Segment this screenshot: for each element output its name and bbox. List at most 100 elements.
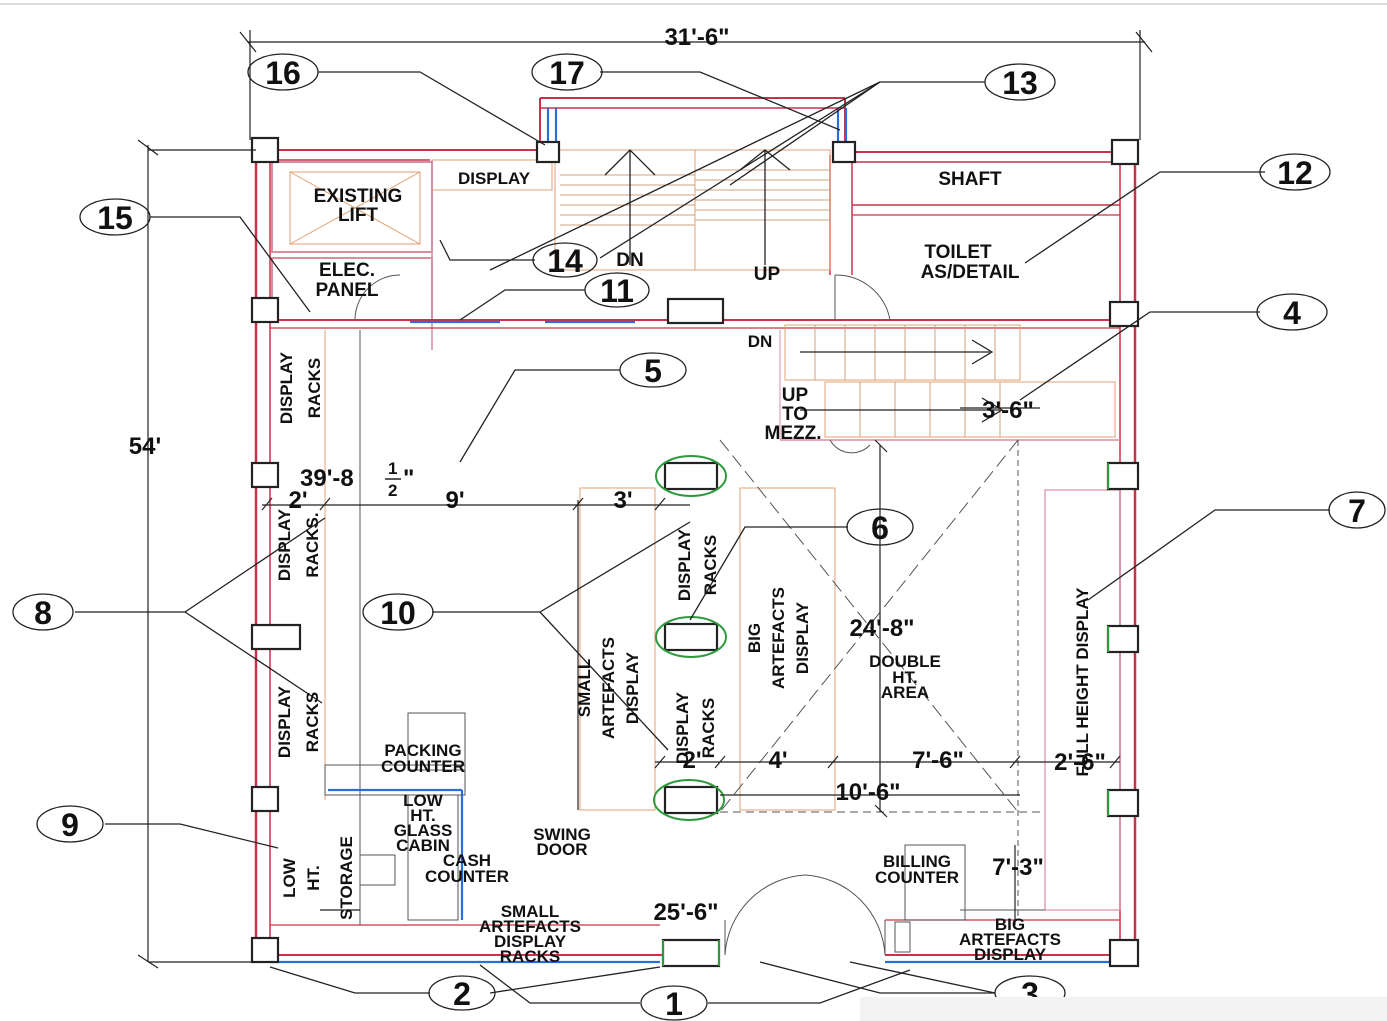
dim-front-width: 25'-6" — [653, 899, 718, 926]
label-display-racks: RACKS — [305, 358, 324, 418]
dim-span-10-6: 10'-6" — [835, 779, 900, 806]
label-big-artefacts-display: DISPLAY — [793, 601, 812, 674]
column-marker — [1108, 938, 1140, 968]
dim-inner-length: 39'-8 1 2 " — [300, 459, 414, 500]
label-up-to-mezz: TO — [782, 404, 808, 425]
label-cash-counter: COUNTER — [425, 867, 509, 886]
column-marker — [831, 140, 857, 164]
label-stair-dn: DN — [616, 250, 643, 271]
column-marker — [1110, 138, 1140, 166]
label-toilet: AS/DETAIL — [921, 262, 1020, 283]
callout-2: 2 — [428, 975, 496, 1012]
dimension-text: 31'-6" 54' 39'-8 1 2 " 2' 9' 3' 24'-8" 2… — [129, 24, 1106, 926]
dim-overall-width: 31'-6" — [664, 24, 729, 51]
label-double-ht-area: HT. — [892, 668, 918, 687]
column-marker — [250, 296, 280, 324]
svg-text:16: 16 — [265, 55, 301, 91]
dim-overall-depth: 54' — [129, 433, 161, 460]
label-swing-door: SWING — [533, 825, 591, 844]
svg-text:2: 2 — [388, 481, 397, 500]
label-small-artefacts-display: DISPLAY — [623, 651, 642, 724]
label-existing-lift: LIFT — [338, 205, 378, 226]
callouts: 16 17 13 12 15 14 11 4 5 7 6 10 8 9 2 1 … — [12, 53, 1386, 1021]
door-swings — [354, 274, 891, 956]
label-low-ht-storage: LOW — [280, 857, 299, 898]
dim-double-ht: 24'-8" — [849, 615, 914, 642]
label-display: DISPLAY — [458, 169, 531, 188]
callout-8: 8 — [12, 593, 74, 631]
label-cash-counter: CASH — [443, 851, 491, 870]
label-billing-counter: BILLING — [883, 852, 951, 871]
callout-14: 14 — [532, 242, 598, 279]
callout-12: 12 — [1259, 153, 1331, 191]
svg-text:": " — [403, 465, 414, 492]
label-low-ht-glass-cabin: LOW — [403, 791, 444, 810]
scan-edge — [860, 997, 1387, 1021]
callout-10: 10 — [362, 593, 434, 631]
callout-15: 15 — [79, 198, 151, 236]
label-stair-up: UP — [754, 264, 781, 285]
column-marker — [1108, 300, 1140, 328]
callout-1: 1 — [640, 985, 708, 1021]
svg-text:39'-8: 39'-8 — [300, 465, 354, 492]
label-big-artefacts-display: ARTEFACTS — [959, 930, 1061, 949]
column-marker — [1106, 788, 1140, 818]
column-marker — [663, 785, 719, 815]
svg-text:5: 5 — [644, 353, 662, 389]
dim-rack-width: 2' — [288, 487, 307, 514]
label-display-racks: RACKS — [699, 698, 718, 758]
svg-text:13: 13 — [1002, 65, 1038, 101]
column-marker — [535, 140, 561, 164]
svg-text:12: 12 — [1277, 155, 1313, 191]
label-elec-panel: ELEC. — [319, 260, 375, 281]
callout-6: 6 — [846, 508, 914, 546]
partitions — [270, 155, 1121, 925]
label-swing-door: DOOR — [537, 840, 588, 859]
label-toilet: TOILET — [924, 242, 992, 263]
label-small-artefacts-racks: ARTEFACTS — [479, 917, 581, 936]
label-up-to-mezz: MEZZ. — [765, 423, 822, 444]
svg-text:2: 2 — [453, 976, 471, 1012]
label-display-racks: RACKS — [303, 692, 322, 752]
svg-text:7: 7 — [1348, 493, 1366, 529]
label-up-to-mezz: UP — [782, 385, 809, 406]
label-packing-counter: COUNTER — [381, 757, 465, 776]
callout-11: 11 — [584, 272, 650, 309]
callout-17: 17 — [531, 53, 603, 91]
column-marker — [1106, 624, 1140, 654]
label-elec-panel: PANEL — [316, 280, 379, 301]
svg-text:15: 15 — [97, 200, 133, 236]
svg-text:9: 9 — [61, 807, 79, 843]
column-marker — [1106, 461, 1140, 491]
dim-billing: 7'-3" — [992, 854, 1044, 881]
label-display-racks: RACKS. — [303, 512, 322, 577]
svg-text:6: 6 — [871, 510, 889, 546]
dimension-lines — [137, 30, 1153, 969]
svg-text:4: 4 — [1283, 295, 1301, 331]
lower-staircase — [784, 324, 1116, 438]
callout-16: 16 — [247, 53, 319, 91]
label-display-racks: DISPLAY — [275, 508, 294, 581]
columns — [250, 136, 1140, 968]
label-full-height-display: FULL HEIGHT DISPLAY — [1073, 587, 1092, 777]
label-existing-lift: EXISTING — [314, 186, 403, 207]
label-display-racks: DISPLAY — [277, 351, 296, 424]
furniture — [324, 440, 1045, 953]
callout-9: 9 — [36, 805, 104, 843]
svg-text:1: 1 — [665, 986, 683, 1021]
label-big-artefacts-display: BIG — [745, 623, 764, 653]
dim-bottom-2-6: 2'-6" — [1054, 749, 1106, 776]
dim-bottom-2: 2' — [682, 747, 701, 774]
column-marker — [661, 938, 721, 968]
svg-text:1: 1 — [388, 459, 397, 478]
column-marker — [663, 622, 719, 652]
label-display-racks: DISPLAY — [675, 528, 694, 601]
callout-7: 7 — [1328, 491, 1386, 529]
label-big-artefacts-display: BIG — [995, 915, 1025, 934]
column-marker — [250, 936, 280, 964]
svg-text:14: 14 — [547, 243, 583, 279]
glazing — [270, 108, 1120, 964]
label-small-artefacts-display: SMALL — [575, 659, 594, 718]
svg-text:8: 8 — [34, 595, 52, 631]
label-small-artefacts-display: ARTEFACTS — [599, 637, 618, 739]
